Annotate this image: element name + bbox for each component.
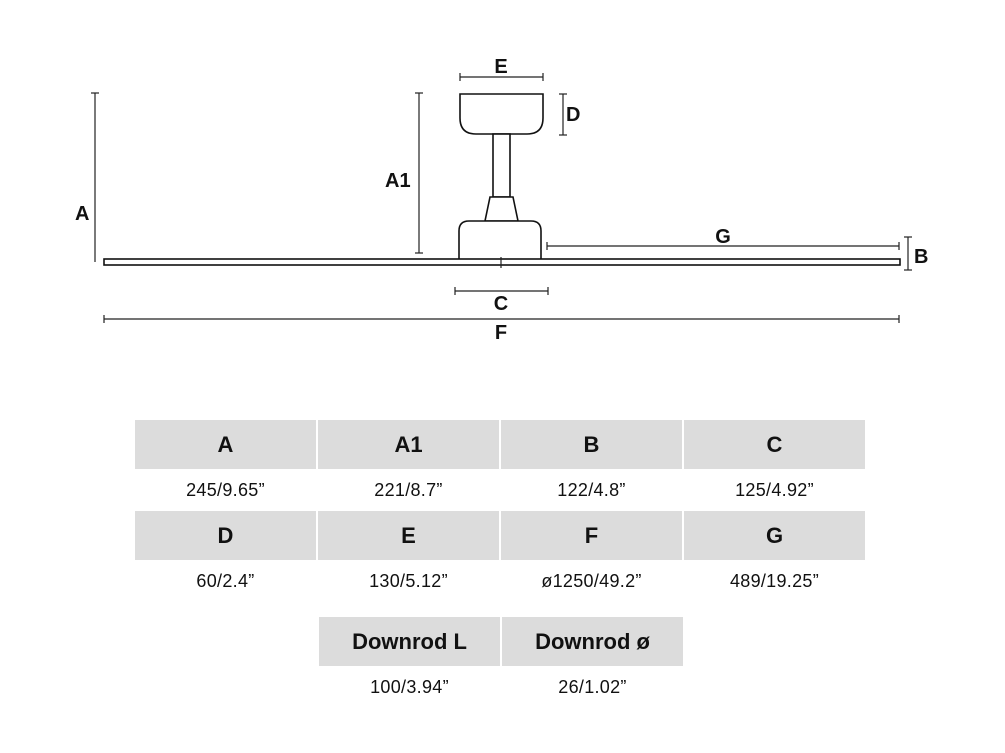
rod-coupler xyxy=(484,196,519,222)
dimension-E: E xyxy=(459,56,544,81)
blades xyxy=(103,258,901,266)
dimension-C: C xyxy=(454,287,549,315)
canopy xyxy=(459,93,544,135)
table-header-A1: A1 xyxy=(318,420,499,469)
table-value-D: 60/2.4” xyxy=(196,570,255,591)
label-B: B xyxy=(914,246,928,268)
table-header-downrod-diameter: Downrod ø xyxy=(502,617,683,666)
table-value-downrod-length: 100/3.94” xyxy=(370,676,449,697)
label-A1: A1 xyxy=(385,170,411,192)
dimension-A1: A1 xyxy=(385,92,423,254)
table-header-D: D xyxy=(135,511,316,560)
table-header-B: B xyxy=(501,420,682,469)
label-E: E xyxy=(494,56,507,78)
label-F: F xyxy=(495,322,507,344)
dimension-G: G xyxy=(546,226,900,250)
table-value-B: 122/4.8” xyxy=(557,479,626,500)
table-header-A: A xyxy=(135,420,316,469)
dimensions-table: A A1 B C 245/9.65” 221/8.7” 122/4.8” 125… xyxy=(135,420,865,602)
table-header-C: C xyxy=(684,420,865,469)
table-value-A: 245/9.65” xyxy=(186,479,265,500)
label-C: C xyxy=(494,293,508,315)
dimension-A: A xyxy=(75,92,99,262)
dimension-B: B xyxy=(904,236,928,271)
table-header-E: E xyxy=(318,511,499,560)
label-G: G xyxy=(715,226,731,248)
fan-drawing xyxy=(103,93,901,268)
label-D: D xyxy=(566,104,580,126)
downrod xyxy=(492,133,511,198)
table-header-G: G xyxy=(684,511,865,560)
fan-dimension-diagram: A A1 E D G B C xyxy=(75,56,928,344)
table-header-downrod-length: Downrod L xyxy=(319,617,500,666)
table-header-F: F xyxy=(501,511,682,560)
table-value-F: ø1250/49.2” xyxy=(541,570,642,591)
table-value-G: 489/19.25” xyxy=(729,570,820,591)
table-value-A1: 221/8.7” xyxy=(374,479,443,500)
dimension-F: F xyxy=(103,315,900,344)
table-value-E: 130/5.12” xyxy=(369,570,448,591)
table-value-C: 125/4.92” xyxy=(735,479,814,500)
dimension-D: D xyxy=(559,93,580,136)
motor-housing xyxy=(458,220,542,260)
table-value-downrod-diameter: 26/1.02” xyxy=(558,676,627,697)
downrod-table: Downrod L Downrod ø 100/3.94” 26/1.02” xyxy=(319,617,683,708)
label-A: A xyxy=(75,203,89,225)
